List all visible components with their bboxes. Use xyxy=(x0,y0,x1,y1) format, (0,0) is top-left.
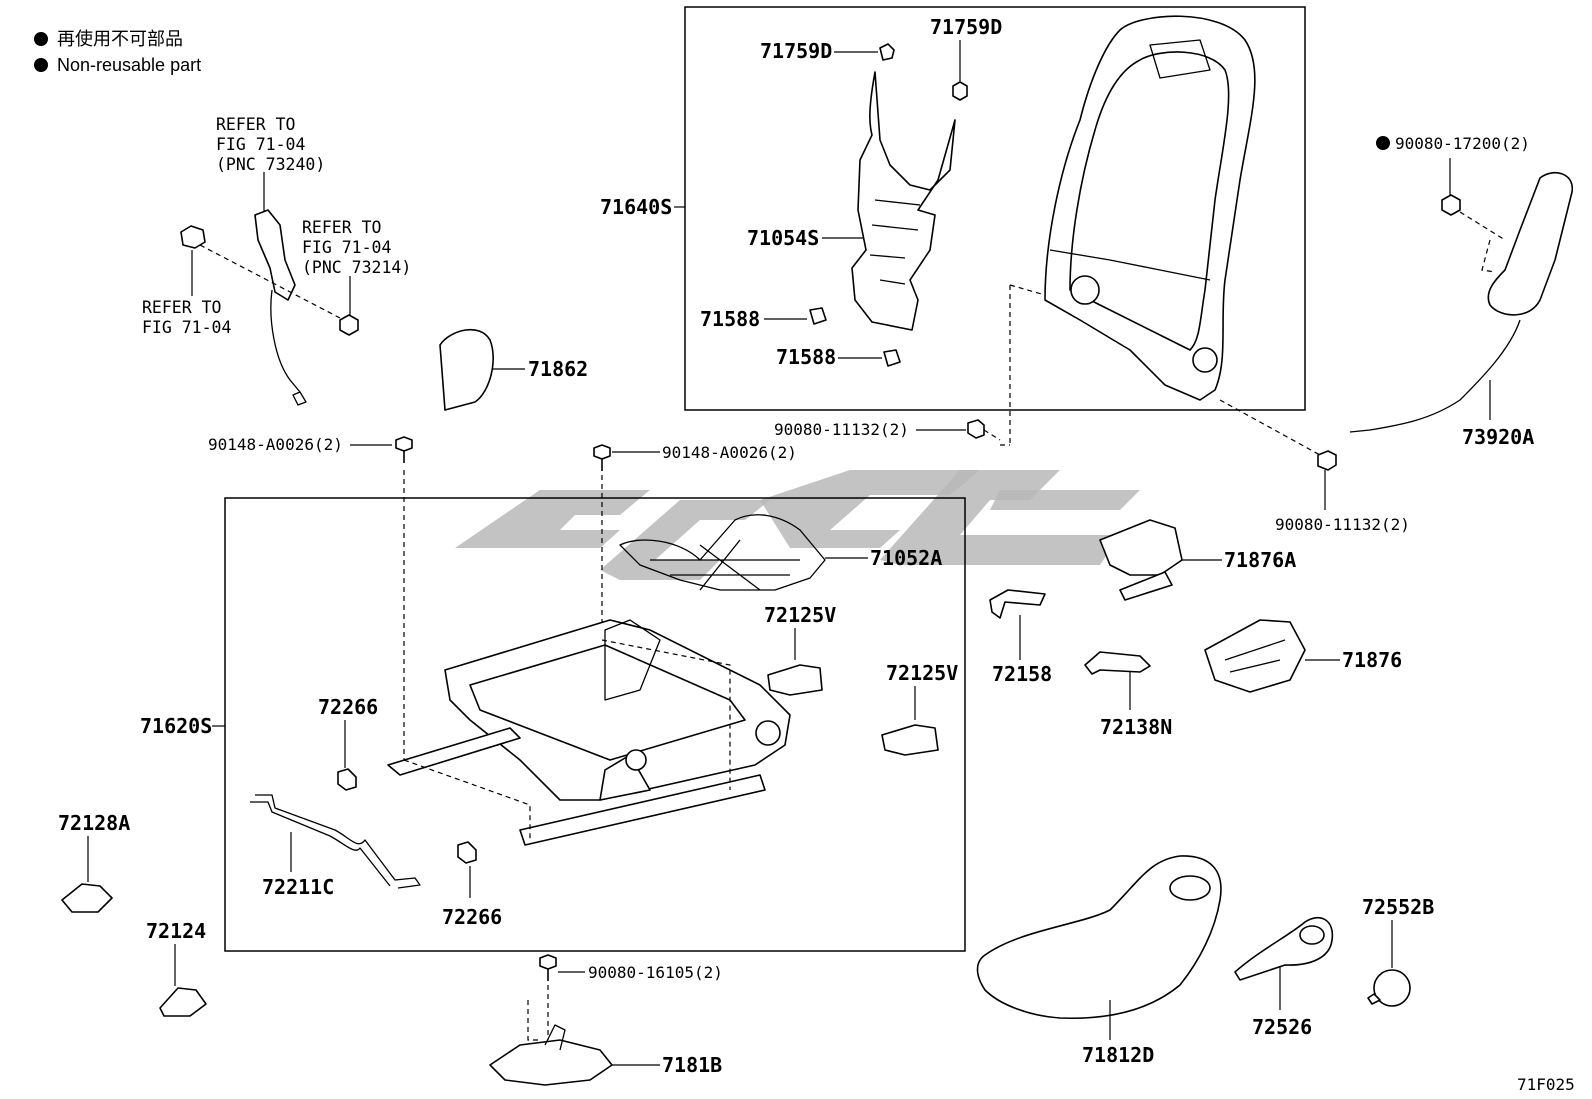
label-72125V-b: 72125V xyxy=(886,661,958,685)
ref-2-line2: FIG 71-04 xyxy=(302,238,391,257)
ref-1-line3: (PNC 73240) xyxy=(216,155,325,174)
cushion-cover-71812D xyxy=(976,855,1222,1020)
label-71640S: 71640S xyxy=(600,195,672,219)
cover-72128A xyxy=(61,883,113,913)
label-90080-16105: 90080-16105(2) xyxy=(588,963,723,982)
legend-ja: 再使用不可部品 xyxy=(57,29,183,49)
spring-71052A xyxy=(619,514,826,591)
buckle-part xyxy=(254,209,296,301)
nut-part xyxy=(339,314,359,336)
label-72128A: 72128A xyxy=(58,811,130,835)
bolt-90080-16105 xyxy=(539,954,557,981)
label-72158: 72158 xyxy=(992,662,1052,686)
watermark-logo xyxy=(455,470,1140,580)
label-71588-b: 71588 xyxy=(776,345,836,369)
label-90080-17200: 90080-17200(2) xyxy=(1395,134,1530,153)
lumbar-plate-71054S xyxy=(851,71,956,331)
label-71862: 71862 xyxy=(528,357,588,381)
bolt-part xyxy=(180,225,206,249)
label-72138N: 72138N xyxy=(1100,715,1172,739)
legend: 再使用不可部品 Non-reusable part xyxy=(34,29,201,75)
ref-1-line1: REFER TO xyxy=(216,115,295,134)
label-90148-b: 90148-A0026(2) xyxy=(662,443,797,462)
side-airbag-73920A xyxy=(1487,171,1573,316)
bracket-71876 xyxy=(1204,619,1306,693)
cover-72124 xyxy=(159,987,207,1017)
ref-2-line1: REFER TO xyxy=(302,218,381,237)
label-72552B: 72552B xyxy=(1362,895,1434,919)
clip-71588-a xyxy=(809,307,827,325)
seatback-frame-box xyxy=(684,6,1306,411)
label-71876A: 71876A xyxy=(1224,548,1296,572)
clip-71588-b xyxy=(883,349,901,367)
label-71052A: 71052A xyxy=(870,546,942,570)
cushion-frame-box xyxy=(224,497,966,952)
label-7181B: 7181B xyxy=(662,1053,722,1077)
cover-72138N xyxy=(1084,651,1151,675)
label-71054S: 71054S xyxy=(747,226,819,250)
label-90148-a: 90148-A0026(2) xyxy=(208,435,343,454)
label-72211C: 72211C xyxy=(262,875,334,899)
bolt-90148-a xyxy=(395,436,413,463)
legend-en: Non-reusable part xyxy=(57,55,201,75)
bolt-90080-11132-b xyxy=(1317,450,1337,471)
ref-1-line2: FIG 71-04 xyxy=(216,135,305,154)
cover-72125V-b xyxy=(881,724,939,756)
label-72526: 72526 xyxy=(1252,1015,1312,1039)
nut-90080-17200 xyxy=(1441,194,1461,216)
knob-72552B xyxy=(1373,969,1411,1007)
label-71812D: 71812D xyxy=(1082,1043,1154,1067)
bolt-90148-b xyxy=(593,444,611,471)
label-71620S: 71620S xyxy=(140,714,212,738)
label-72266-b: 72266 xyxy=(442,905,502,929)
cover-72125V-a xyxy=(767,664,823,696)
seatback-frame xyxy=(1044,15,1256,401)
label-71759D-a: 71759D xyxy=(760,39,832,63)
clip-72266-a xyxy=(337,768,357,791)
ref-2-line3: (PNC 73214) xyxy=(302,258,411,277)
bracket-71876A xyxy=(1099,519,1183,576)
label-72266-a: 72266 xyxy=(318,695,378,719)
ref-3-line1: REFER TO xyxy=(142,298,221,317)
label-90080-11132-b: 90080-11132(2) xyxy=(1275,515,1410,534)
label-72124: 72124 xyxy=(146,919,206,943)
label-71876: 71876 xyxy=(1342,648,1402,672)
clip-72266-b xyxy=(457,841,477,864)
figure-number: 71F025 xyxy=(1517,1075,1575,1094)
cover-71862 xyxy=(439,328,494,411)
label-71588-a: 71588 xyxy=(700,307,760,331)
label-71759D-b: 71759D xyxy=(930,15,1002,39)
rod-72211C xyxy=(255,794,421,889)
bullet-icon xyxy=(1376,136,1390,150)
clip-71759D-b xyxy=(952,81,968,101)
clip-71759D-a xyxy=(879,43,895,61)
seat-track-frame xyxy=(387,619,791,846)
label-90080-11132-a: 90080-11132(2) xyxy=(774,420,909,439)
bolt-90080-11132-a xyxy=(967,419,985,439)
label-72125V-a: 72125V xyxy=(764,603,836,627)
label-73920A: 73920A xyxy=(1462,425,1534,449)
bullet-icon xyxy=(34,58,48,72)
cover-72158 xyxy=(989,589,1046,619)
ref-3-line2: FIG 71-04 xyxy=(142,318,231,337)
lever-7181B xyxy=(489,1039,613,1086)
ref-group: REFER TO FIG 71-04 (PNC 73240) REFER TO … xyxy=(142,115,411,406)
bullet-icon xyxy=(34,32,48,46)
